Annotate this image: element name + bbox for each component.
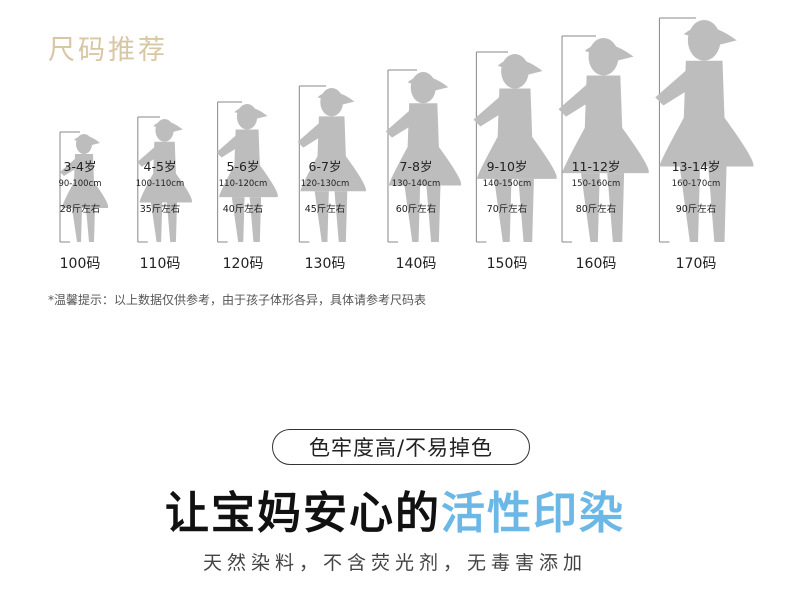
silhouette-legs (231, 197, 262, 242)
silhouette-legs (494, 178, 534, 242)
height-marker (298, 85, 326, 243)
size-label: 140码 (396, 256, 437, 272)
height-marker (137, 116, 160, 243)
silhouette-arm (216, 134, 242, 158)
height-label: 90-100cm (58, 179, 101, 189)
age-label: 5-6岁 (227, 159, 260, 174)
silhouette-legs (404, 185, 441, 242)
age-label: 13-14岁 (672, 159, 721, 174)
age-label: 11-12岁 (572, 159, 621, 174)
weight-label: 90斤左右 (676, 203, 717, 215)
silhouette-body (562, 75, 649, 174)
height-marker (387, 69, 417, 243)
silhouette-hat (234, 106, 268, 119)
silhouette-hat (407, 76, 449, 91)
silhouette-hat (683, 26, 737, 45)
size-chart: 3-4岁 90-100cm 28斤左右 100码 4-5岁 100-110cm 35斤左右 1… (58, 17, 754, 272)
silhouette-body (62, 154, 109, 208)
height-marker (475, 51, 508, 243)
height-label: 110-120cm (219, 179, 267, 189)
silhouette-hat (317, 91, 355, 105)
height-label: 120-130cm (301, 179, 349, 189)
silhouette-arm (473, 95, 508, 127)
height-marker (561, 35, 596, 243)
colorfast-badge: 色牢度高/不易掉色 (272, 429, 530, 465)
silhouette-hat (584, 43, 634, 61)
size-label: 130码 (305, 256, 346, 272)
age-label: 6-7岁 (309, 159, 342, 174)
main-title-accent: 活性印染 (441, 488, 625, 539)
main-title-text: 让宝妈安心的 (165, 488, 441, 539)
silhouette-hat (497, 59, 543, 75)
height-label: 130-140cm (392, 179, 440, 189)
silhouette-legs (72, 208, 95, 242)
silhouette-arm (385, 109, 417, 138)
silhouette-arm (297, 122, 326, 148)
size-label: 100码 (60, 256, 101, 272)
weight-label: 40斤左右 (223, 203, 264, 215)
weight-label: 28斤左右 (60, 203, 101, 215)
silhouette-hat (74, 135, 100, 145)
silhouette-arm (137, 146, 160, 167)
age-label: 4-5岁 (144, 159, 177, 174)
height-label: 140-150cm (483, 179, 531, 189)
weight-label: 35斤左右 (140, 203, 181, 215)
silhouette-body (476, 88, 557, 179)
subtitle: 天然染料，不含荧光剂，无毒害添加 (202, 552, 587, 574)
sizing-note: *温馨提示：以上数据仅供参考，由于孩子体形各异，具体请参考尺码表 (48, 293, 427, 307)
silhouette-hat (153, 121, 183, 132)
main-title: 让宝妈安心的活性印染 (0, 477, 790, 541)
size-label: 170码 (676, 256, 717, 272)
height-marker (59, 131, 80, 243)
silhouette-arm (558, 82, 596, 117)
weight-label: 60斤左右 (396, 203, 437, 215)
size-label: 160码 (576, 256, 617, 272)
silhouette-arm (60, 158, 80, 176)
silhouette-legs (581, 173, 625, 242)
size-label: 150码 (487, 256, 528, 272)
silhouette-legs (679, 166, 727, 242)
height-label: 160-170cm (672, 179, 720, 189)
weight-label: 45斤左右 (305, 203, 346, 215)
weight-label: 70斤左右 (487, 203, 528, 215)
size-label: 110码 (140, 256, 181, 272)
silhouette-body (388, 103, 462, 186)
age-label: 9-10岁 (487, 159, 528, 174)
section-heading: 尺码推荐 (48, 35, 168, 66)
size-label: 120码 (223, 256, 264, 272)
height-marker (658, 17, 696, 243)
silhouette-body (659, 60, 754, 167)
silhouette-legs (150, 202, 178, 242)
silhouette-body (139, 141, 193, 203)
weight-label: 80斤左右 (576, 203, 617, 215)
age-label: 3-4岁 (64, 159, 97, 174)
height-label: 150-160cm (572, 179, 620, 189)
height-marker (217, 101, 242, 243)
silhouette-arm (655, 68, 696, 106)
age-label: 7-8岁 (400, 159, 433, 174)
silhouette-body (300, 116, 367, 192)
height-label: 100-110cm (136, 179, 184, 189)
silhouette-body (219, 129, 278, 198)
silhouette-legs (314, 191, 348, 242)
